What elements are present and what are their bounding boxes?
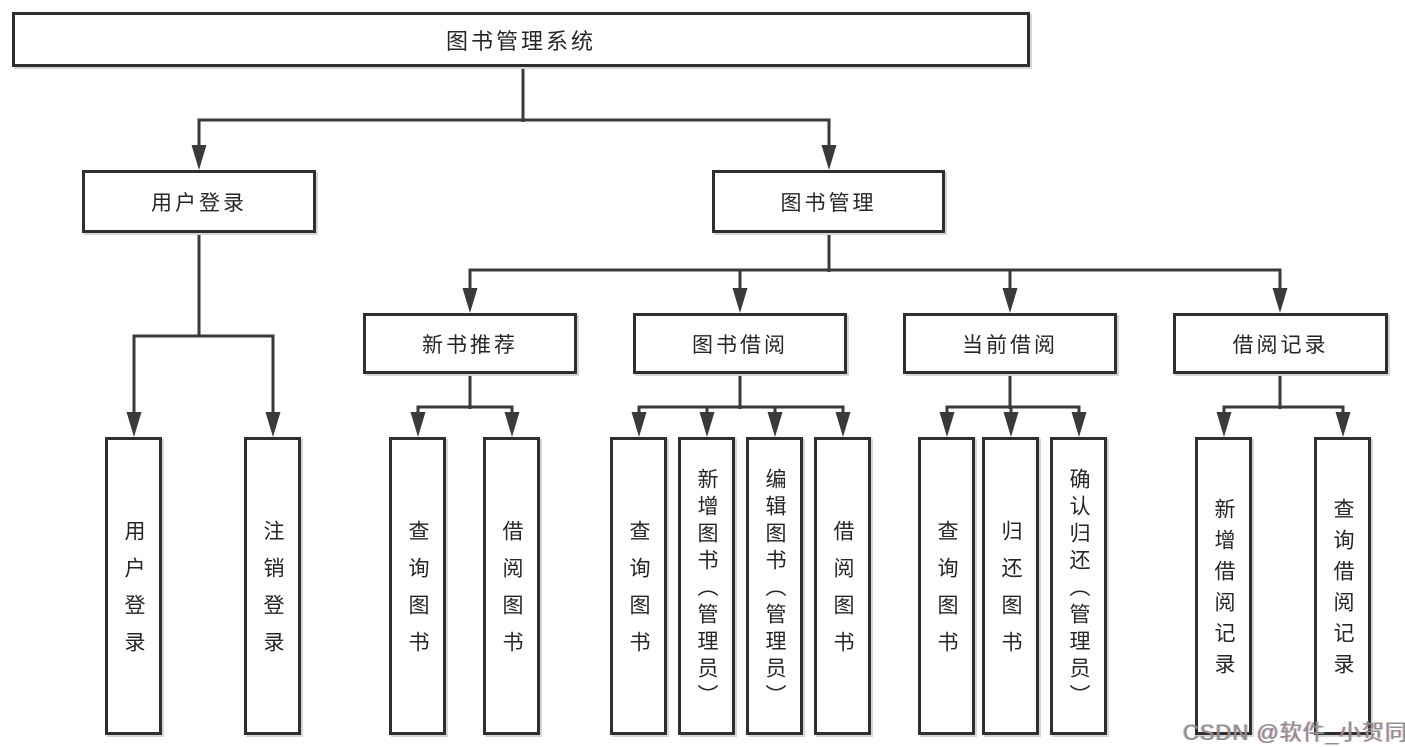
leaf-borrow-books-recommend-label: 借阅图书	[500, 520, 523, 668]
leaf-borrow-books-label: 借阅图书	[831, 520, 854, 668]
arrowhead-down	[1335, 412, 1351, 437]
leaf-query-borrow-record-label: 查询借阅记录	[1331, 498, 1354, 684]
leaf-query-borrow-record: 查询借阅记录	[1314, 437, 1371, 735]
node-book-borrow-label: 图书借阅	[692, 333, 788, 357]
node-user-login: 用户登录	[82, 170, 316, 233]
node-book-management-label: 图书管理	[780, 191, 877, 215]
node-current-borrow: 当前借阅	[903, 313, 1117, 374]
node-borrow-records-label: 借阅记录	[1232, 333, 1329, 357]
leaf-return-books: 归还图书	[982, 437, 1039, 735]
leaf-confirm-return-admin: 确认归还（管理员）	[1050, 437, 1107, 735]
arrowhead-down	[732, 288, 748, 313]
arrowhead-down	[1071, 412, 1087, 437]
leaf-add-books-admin-label: 新增图书（管理员）	[695, 467, 718, 711]
leaf-borrow-books-recommend: 借阅图书	[483, 437, 540, 735]
arrowhead-down	[939, 412, 955, 437]
leaf-edit-books-admin-label: 编辑图书（管理员）	[763, 467, 786, 711]
arrowhead-down	[265, 412, 281, 437]
leaf-add-borrow-record: 新增借阅记录	[1195, 437, 1252, 735]
node-user-login-label: 用户登录	[151, 191, 247, 215]
arrowhead-down	[1003, 412, 1019, 437]
leaf-add-borrow-record-label: 新增借阅记录	[1212, 498, 1235, 684]
arrowhead-down	[1216, 412, 1232, 437]
leaf-query-books-recommend-label: 查询图书	[406, 520, 429, 668]
arrowhead-down	[410, 412, 426, 437]
leaf-add-books-admin: 新增图书（管理员）	[678, 437, 735, 735]
arrowhead-down	[1272, 288, 1288, 313]
arrowhead-down	[767, 412, 783, 437]
leaf-logout-label: 注销登录	[261, 520, 284, 668]
leaf-query-books-current: 查询图书	[918, 437, 975, 735]
node-book-management: 图书管理	[712, 170, 945, 233]
leaf-borrow-books: 借阅图书	[814, 437, 871, 735]
node-system-root: 图书管理系统	[12, 12, 1030, 67]
leaf-confirm-return-admin-label: 确认归还（管理员）	[1067, 467, 1090, 711]
arrowhead-down	[126, 412, 142, 437]
node-new-book-recommend-label: 新书推荐	[422, 333, 518, 357]
csdn-watermark: CSDN @软件_小贺同学	[1183, 720, 1405, 745]
arrowhead-down	[462, 288, 478, 313]
arrowhead-down	[835, 412, 851, 437]
node-current-borrow-label: 当前借阅	[962, 333, 1058, 357]
leaf-user-login: 用户登录	[105, 437, 162, 735]
node-book-borrow: 图书借阅	[633, 313, 847, 374]
leaf-user-login-label: 用户登录	[122, 520, 145, 668]
arrowhead-down	[504, 412, 520, 437]
leaf-logout: 注销登录	[244, 437, 301, 735]
arrowhead-down	[631, 412, 647, 437]
leaf-query-books-current-label: 查询图书	[935, 520, 958, 668]
leaf-query-books-borrow-label: 查询图书	[627, 520, 650, 668]
arrowhead-down	[191, 145, 207, 170]
leaf-return-books-label: 归还图书	[999, 520, 1022, 668]
arrowhead-down	[821, 145, 837, 170]
node-system-root-label: 图书管理系统	[445, 28, 596, 54]
arrowhead-down	[1002, 288, 1018, 313]
node-new-book-recommend: 新书推荐	[363, 313, 577, 374]
node-borrow-records: 借阅记录	[1173, 313, 1388, 374]
leaf-query-books-borrow: 查询图书	[610, 437, 667, 735]
leaf-edit-books-admin: 编辑图书（管理员）	[746, 437, 803, 735]
leaf-query-books-recommend: 查询图书	[389, 437, 446, 735]
arrowhead-down	[699, 412, 715, 437]
